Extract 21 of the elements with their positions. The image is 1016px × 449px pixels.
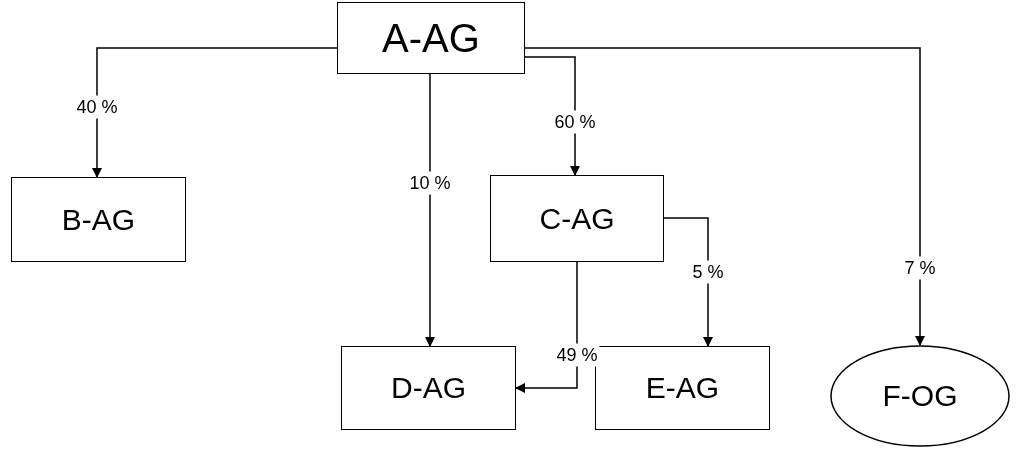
process-box <box>490 175 664 262</box>
edge-label: 40 % <box>74 95 120 119</box>
node-label: D-AG <box>391 371 466 405</box>
node-label: F-OG <box>882 379 958 413</box>
edge-label: 5 % <box>690 260 726 284</box>
process-box <box>341 346 516 430</box>
ellipse-node <box>830 345 1010 447</box>
node-label: E-AG <box>645 371 720 405</box>
edge-label: 60 % <box>552 110 598 134</box>
process-box <box>595 346 770 430</box>
process-box <box>337 2 525 74</box>
node-label: A-AG <box>382 15 480 61</box>
edge-label: 49 % <box>554 343 600 367</box>
edge-label: 10 % <box>407 171 453 195</box>
node-label: C-AG <box>539 201 615 236</box>
arrow <box>425 73 435 347</box>
node-label: B-AG <box>61 202 136 237</box>
arrow <box>524 47 925 346</box>
edge-label: 7 % <box>902 256 938 280</box>
arrow <box>92 47 338 178</box>
process-box <box>11 177 186 262</box>
